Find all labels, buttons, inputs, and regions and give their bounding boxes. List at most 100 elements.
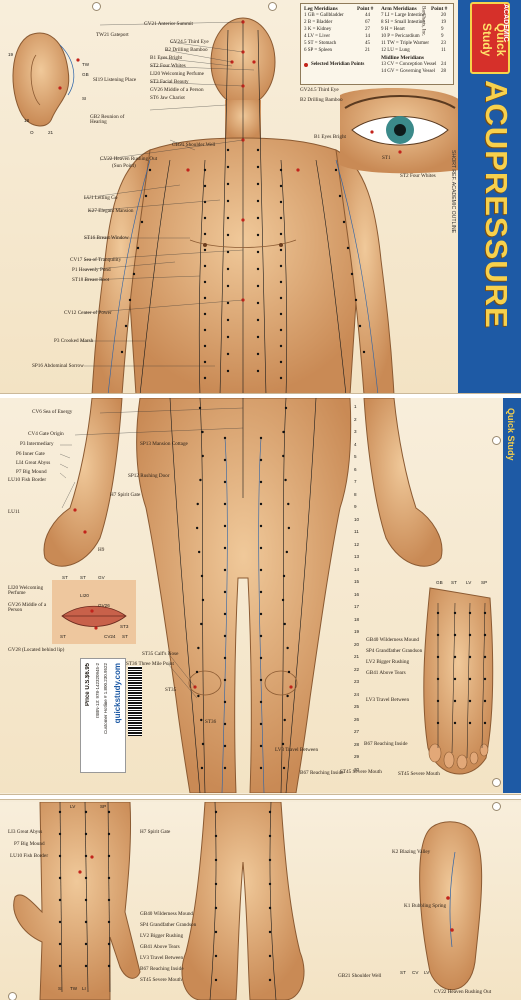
right-hand-shape — [363, 398, 443, 567]
meridian-point — [279, 312, 283, 316]
foot-point-label: GB41 Above Tears — [366, 670, 406, 676]
ear-label-o: O — [30, 130, 34, 135]
ear-label-19: 19 — [8, 52, 14, 57]
legend-leg-point-header: Point # — [357, 6, 374, 12]
hand-foot-illustration — [13, 802, 483, 1000]
legend-midline-row: 13 CV = Conception Vessel — [381, 62, 437, 67]
meridian-point — [132, 272, 136, 276]
leg-point-label: B67 Reaching Inside — [300, 770, 344, 776]
bottom-point-label: ST45 Severe Mouth — [140, 977, 182, 983]
scale-number: 18 — [354, 616, 360, 622]
meridian-point — [256, 352, 260, 356]
scale-number: 5 — [354, 454, 357, 459]
scale-number: 23 — [354, 679, 360, 684]
meridian-point — [256, 301, 260, 305]
meridian-point — [203, 232, 207, 236]
body-point-label: CV22 Heaven Rushing Out — [100, 156, 158, 162]
meridian-point — [268, 978, 272, 982]
meridian-point — [268, 930, 272, 934]
meridian-point — [358, 324, 362, 328]
meridian-point — [200, 622, 203, 626]
scale-number: 6 — [354, 466, 357, 472]
scale-number: 3 — [354, 429, 357, 434]
meridian-point — [268, 858, 272, 862]
meridian-point — [468, 633, 472, 637]
meridian-point — [223, 590, 227, 594]
fold-line — [0, 794, 521, 800]
scale-number: 12 — [354, 541, 360, 547]
meridian-point — [201, 598, 205, 602]
legend-midline-header: Midline Meridians — [381, 55, 424, 61]
meridian-point — [259, 546, 263, 550]
meridian-point — [195, 670, 199, 674]
legend-arm-row: 12 LU = Lung — [381, 48, 410, 53]
meridian-point — [453, 699, 457, 703]
meridian-point — [268, 954, 272, 958]
lips-label-li20: LI20 Welcoming Perfume — [8, 585, 44, 597]
body-point-label: CV17 Sea of Tranquility — [70, 257, 122, 263]
meridian-point — [223, 766, 227, 770]
leg-point-label: ST36 Three Mile Point — [126, 661, 174, 667]
body-point-label: ST3 Facial Beauty — [150, 79, 189, 85]
meridian-point — [214, 978, 218, 982]
foot-code: LV — [466, 580, 472, 585]
meridian-point — [214, 834, 218, 838]
meridian-point — [223, 480, 227, 484]
scale-number: 27 — [354, 729, 360, 734]
body-point-label: P3 Crooked Marsh — [54, 338, 94, 344]
meridian-point — [84, 876, 88, 880]
page-title: ACUPRESSURE — [479, 80, 514, 329]
meridian-point — [58, 854, 62, 858]
meridian-point — [483, 633, 487, 637]
body-point-label: ST16 Breast Window — [84, 235, 129, 241]
meridian-point — [436, 677, 440, 681]
foot-point-label: LV3 Travel Between — [366, 697, 410, 703]
legend-leg-point: 45 — [365, 41, 370, 46]
meridian-point — [283, 718, 286, 722]
meridian-point — [120, 350, 124, 354]
meridian-point — [350, 272, 354, 276]
meridian-point — [197, 646, 200, 650]
meridian-point — [468, 655, 472, 659]
foot-code: SP — [481, 580, 488, 585]
hand-point-label: H7 Spirit Gate — [110, 492, 141, 498]
legs-shape — [136, 398, 352, 793]
meridian-point — [84, 854, 88, 858]
meridian-point — [453, 655, 457, 659]
meridian-point — [223, 700, 227, 704]
legend-leg-point: 44 — [365, 13, 370, 18]
foot-point-label: B67 Reaching Inside — [364, 741, 408, 747]
scale-number: 21 — [354, 654, 360, 659]
brand-sub: ACADEMIC — [502, 4, 509, 42]
binder-hole — [8, 992, 17, 1000]
meridian-point — [226, 369, 230, 373]
website-link[interactable]: quickstudy.com — [113, 663, 122, 724]
meridian-point — [223, 744, 227, 748]
scale-number: 9 — [354, 504, 357, 509]
scale-number: 2 — [354, 416, 357, 422]
foot-point-label: SP4 Grandfather Grandson — [366, 648, 423, 654]
scale-number: 10 — [354, 516, 360, 522]
meridian-point — [259, 458, 263, 462]
meridian-point — [107, 942, 111, 946]
hand-point-label: P6 Inner Gate — [16, 451, 45, 457]
meridian-point — [201, 454, 204, 458]
meridian-point — [58, 832, 62, 836]
legend-arm-point: 9 — [441, 34, 444, 39]
meridian-point — [453, 677, 457, 681]
body-point-label: K27 Elegant Mansion — [88, 208, 134, 214]
meridian-point — [483, 655, 487, 659]
bottom-point-label: GB41 Above Tears — [140, 944, 180, 950]
meridian-point — [256, 216, 260, 220]
binder-hole — [492, 802, 501, 811]
meridian-point — [84, 920, 88, 924]
scale-number: 25 — [354, 704, 360, 709]
legend-leg-row: 6 SP = Spleen — [304, 48, 333, 53]
legend-leg-point: 27 — [365, 27, 370, 32]
meridian-point — [200, 766, 204, 770]
legend-arm-point: 20 — [441, 13, 446, 18]
meridian-point — [283, 622, 286, 626]
hand-point-label: H9 — [98, 547, 105, 553]
meridian-point — [226, 301, 230, 305]
bottom-code: SI — [58, 986, 63, 991]
